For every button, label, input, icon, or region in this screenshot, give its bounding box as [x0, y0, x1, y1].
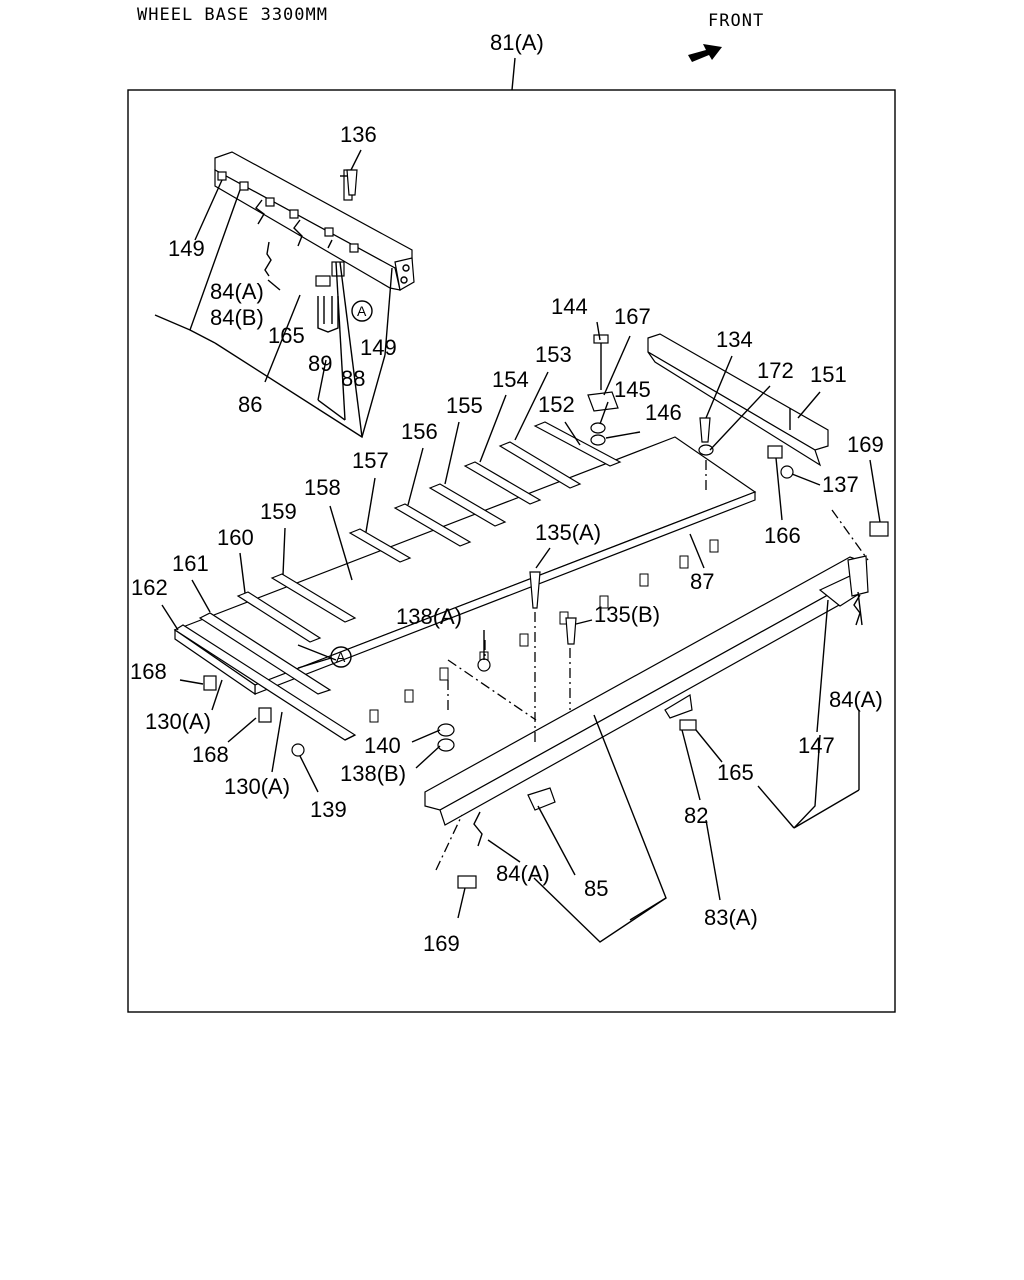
label-136: 136 — [340, 122, 377, 147]
label-140: 140 — [364, 733, 401, 758]
floor-plate-assembly — [173, 421, 757, 741]
diagram-title: WHEEL BASE 3300MM — [137, 5, 328, 25]
label-172: 172 — [757, 358, 794, 383]
callout-a-circle-2 — [330, 646, 352, 668]
label-166: 166 — [764, 523, 801, 548]
label-89: 89 — [308, 351, 332, 376]
upper-right-rail — [647, 333, 829, 467]
callout-a-marker-2: A — [336, 649, 346, 665]
leaders-bracket — [154, 149, 393, 439]
callout-a-circle — [351, 300, 373, 322]
label-165-bottom: 165 — [717, 760, 754, 785]
label-137: 137 — [822, 472, 859, 497]
label-130a-top: 130(A) — [145, 709, 211, 734]
label-154: 154 — [492, 367, 529, 392]
label-160: 160 — [217, 525, 254, 550]
label-158: 158 — [304, 475, 341, 500]
label-84a-bottom: 84(A) — [496, 861, 550, 886]
label-139: 139 — [310, 797, 347, 822]
label-153: 153 — [535, 342, 572, 367]
label-130a-bottom: 130(A) — [224, 774, 290, 799]
label-84a-top: 84(A) — [210, 279, 264, 304]
leaders-floor — [161, 321, 881, 943]
label-135b: 135(B) — [594, 602, 660, 627]
label-88: 88 — [341, 366, 365, 391]
label-168-bottom: 168 — [192, 742, 229, 767]
label-155: 155 — [446, 393, 483, 418]
label-144: 144 — [551, 294, 588, 319]
label-86: 86 — [238, 392, 262, 417]
label-138a: 138(A) — [396, 604, 462, 629]
label-81a: 81(A) — [490, 30, 544, 55]
label-87: 87 — [690, 569, 714, 594]
diagram-frame — [127, 89, 896, 1013]
callout-a-marker: A — [357, 303, 367, 319]
upper-bracket-assembly — [214, 151, 415, 333]
label-147: 147 — [798, 733, 835, 758]
label-159: 159 — [260, 499, 297, 524]
label-169-right: 169 — [847, 432, 884, 457]
label-84a-right: 84(A) — [829, 687, 883, 712]
label-151: 151 — [810, 362, 847, 387]
label-168-top: 168 — [130, 659, 167, 684]
label-146: 146 — [645, 400, 682, 425]
label-84b: 84(B) — [210, 305, 264, 330]
front-direction-label: FRONT — [708, 11, 765, 31]
centerlines — [435, 460, 869, 871]
label-156: 156 — [401, 419, 438, 444]
label-138b: 138(B) — [340, 761, 406, 786]
label-85: 85 — [584, 876, 608, 901]
label-169-bottom: 169 — [423, 931, 460, 956]
label-157: 157 — [352, 448, 389, 473]
label-149-right: 149 — [360, 335, 397, 360]
label-82: 82 — [684, 803, 708, 828]
label-83a: 83(A) — [704, 905, 758, 930]
label-162: 162 — [131, 575, 168, 600]
label-149-left: 149 — [168, 236, 205, 261]
label-152: 152 — [538, 392, 575, 417]
label-134: 134 — [716, 327, 753, 352]
label-135a: 135(A) — [535, 520, 601, 545]
label-167: 167 — [614, 304, 651, 329]
part-labels: 81(A) 136 149 84(A) 84(B) 165 89 88 149 … — [130, 30, 884, 956]
front-arrow-icon — [688, 44, 722, 62]
lower-right-rail — [424, 555, 869, 847]
hardware-parts — [203, 169, 889, 889]
label-161: 161 — [172, 551, 209, 576]
frame-leader — [511, 57, 516, 91]
label-165-top: 165 — [268, 323, 305, 348]
label-145: 145 — [614, 377, 651, 402]
